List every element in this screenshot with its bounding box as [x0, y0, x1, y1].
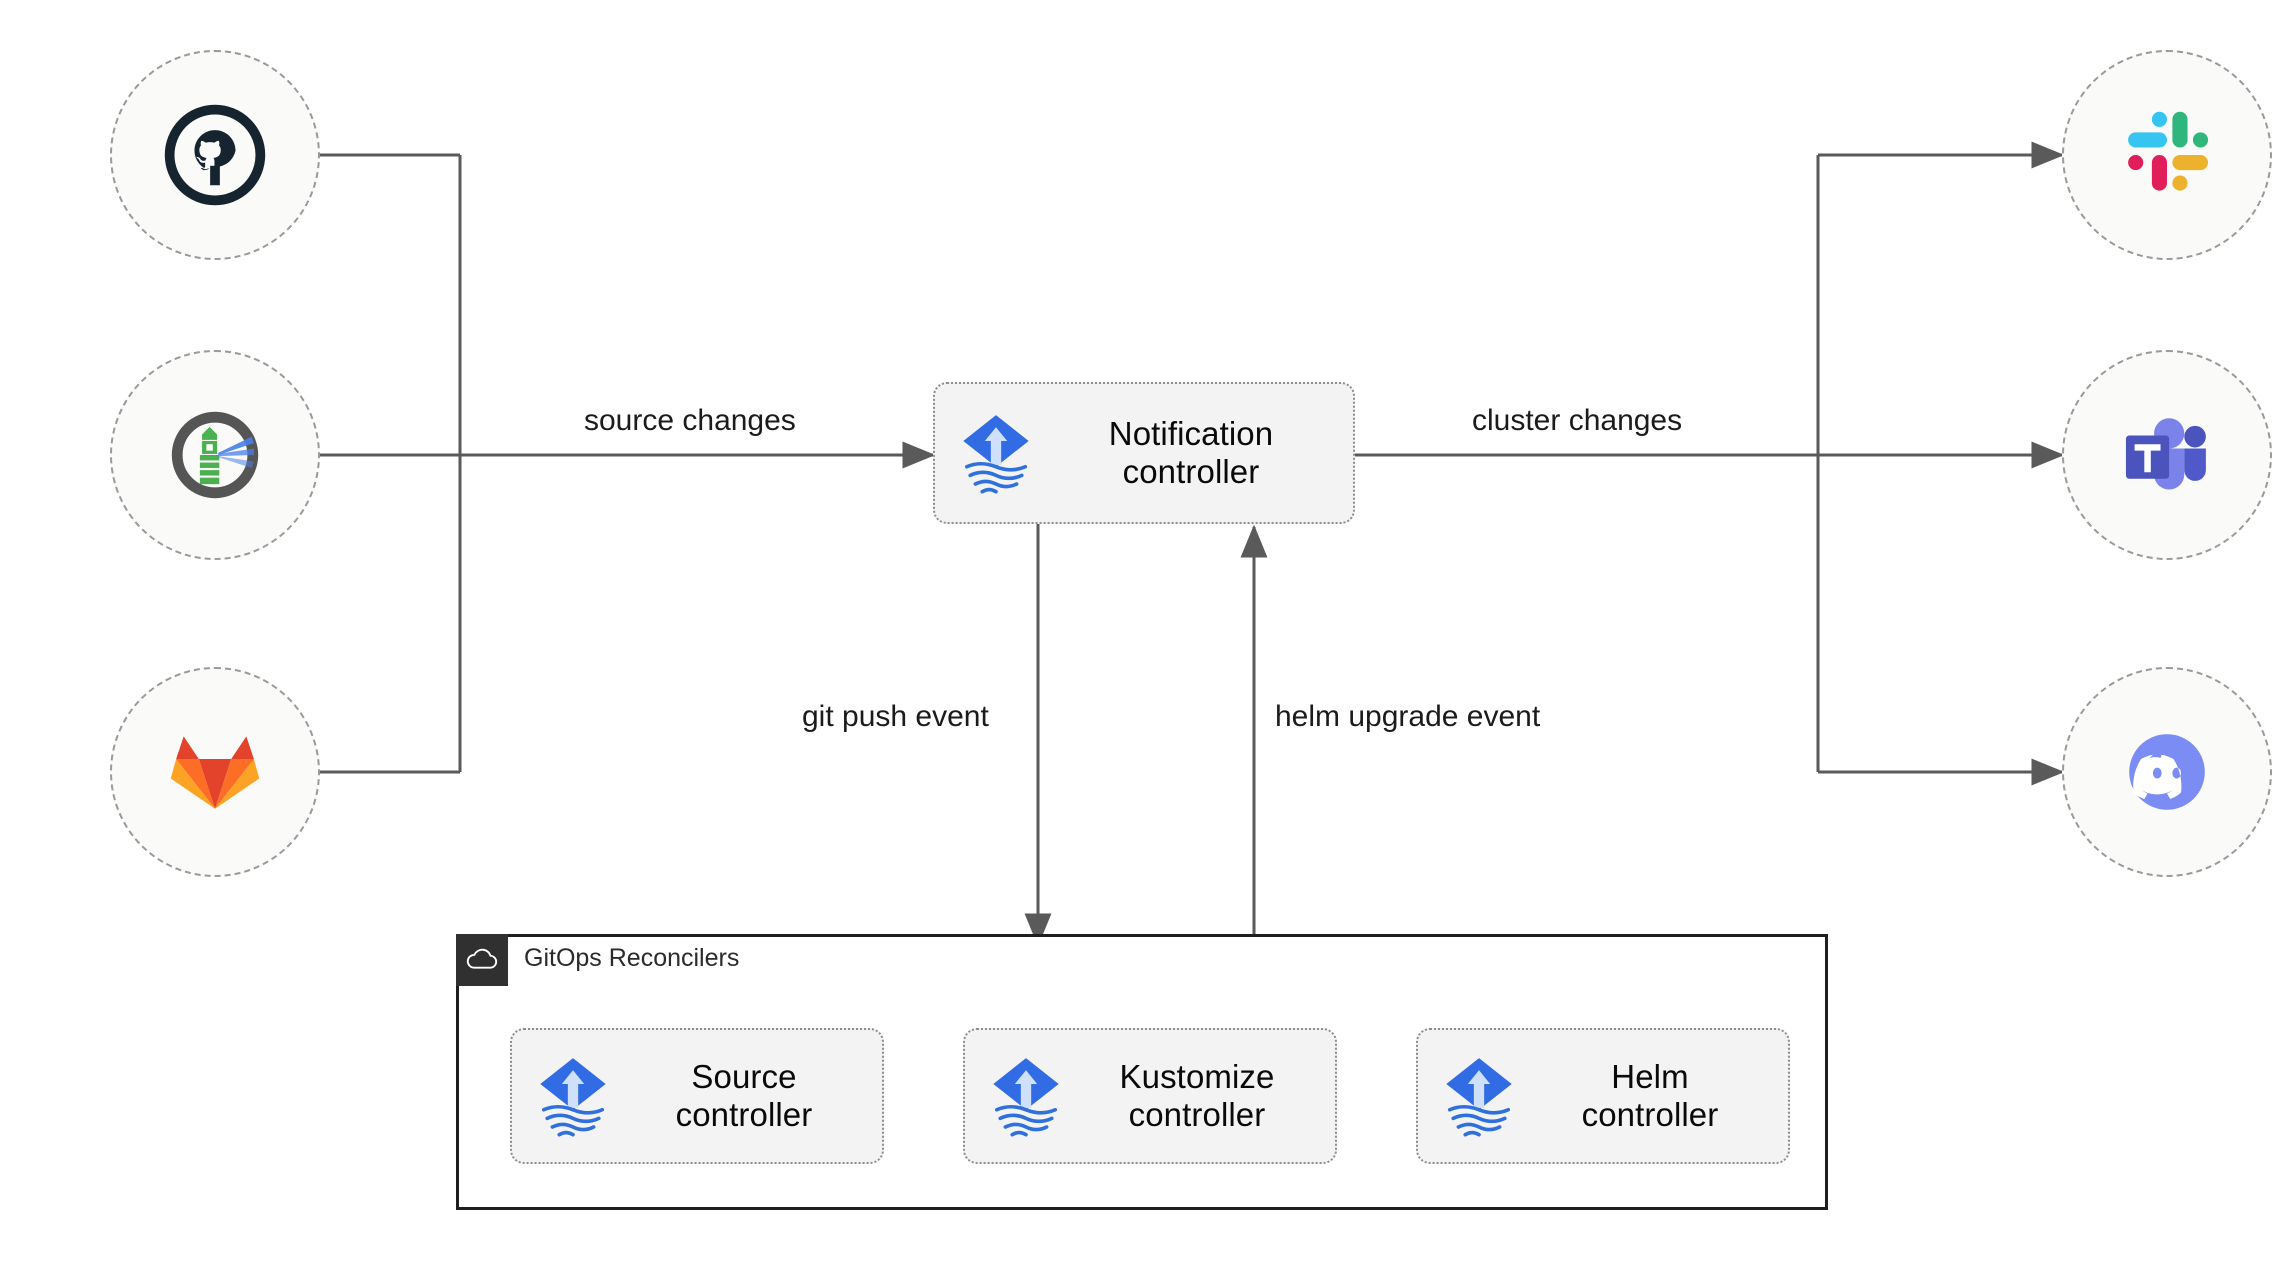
kustomize-controller-label: Kustomize controller	[1083, 1058, 1317, 1135]
kustomize-controller-box[interactable]: Kustomize controller	[963, 1028, 1337, 1164]
notification-controller-line1: Notification	[1108, 414, 1274, 452]
kustomize-controller-line1: Kustomize	[1119, 1057, 1275, 1095]
gitops-reconcilers-title: GitOps Reconcilers	[524, 944, 740, 972]
flux-icon	[1446, 1058, 1512, 1137]
cloud-icon	[466, 948, 498, 969]
source-controller-line1: Source	[691, 1057, 797, 1095]
flux-icon	[540, 1058, 606, 1137]
edge-label-source-changes: source changes	[584, 404, 796, 437]
destination-node-teams[interactable]	[2062, 350, 2272, 560]
gitops-reconcilers-tab	[456, 934, 508, 986]
source-node-gitlab[interactable]	[110, 667, 320, 877]
gitlab-icon	[170, 736, 260, 809]
helm-controller-line2: controller	[1581, 1096, 1719, 1133]
discord-icon	[2129, 734, 2205, 810]
destination-node-slack[interactable]	[2062, 50, 2272, 260]
edge-label-helm-upgrade-event: helm upgrade event	[1275, 700, 1541, 733]
slack-icon	[2128, 111, 2209, 191]
notification-controller-line2: controller	[1122, 453, 1260, 490]
helm-controller-label: Helm controller	[1536, 1058, 1770, 1135]
harbor-icon	[171, 411, 259, 499]
helm-controller-line1: Helm	[1611, 1057, 1689, 1095]
github-icon	[164, 104, 266, 206]
source-node-harbor[interactable]	[110, 350, 320, 560]
source-node-github[interactable]	[110, 50, 320, 260]
kustomize-controller-line2: controller	[1128, 1096, 1266, 1133]
destination-node-discord[interactable]	[2062, 667, 2272, 877]
edge-label-git-push-event: git push event	[802, 700, 989, 733]
microsoft-teams-icon	[2125, 418, 2206, 490]
source-controller-line2: controller	[675, 1096, 813, 1133]
source-controller-box[interactable]: Source controller	[510, 1028, 884, 1164]
helm-controller-box[interactable]: Helm controller	[1416, 1028, 1790, 1164]
source-controller-label: Source controller	[630, 1058, 864, 1135]
flux-icon	[993, 1058, 1059, 1137]
flux-icon	[963, 415, 1029, 494]
notification-controller-box[interactable]: Notification controller	[933, 382, 1355, 524]
edge-label-cluster-changes: cluster changes	[1472, 404, 1683, 437]
notification-controller-label: Notification controller	[1053, 415, 1335, 492]
